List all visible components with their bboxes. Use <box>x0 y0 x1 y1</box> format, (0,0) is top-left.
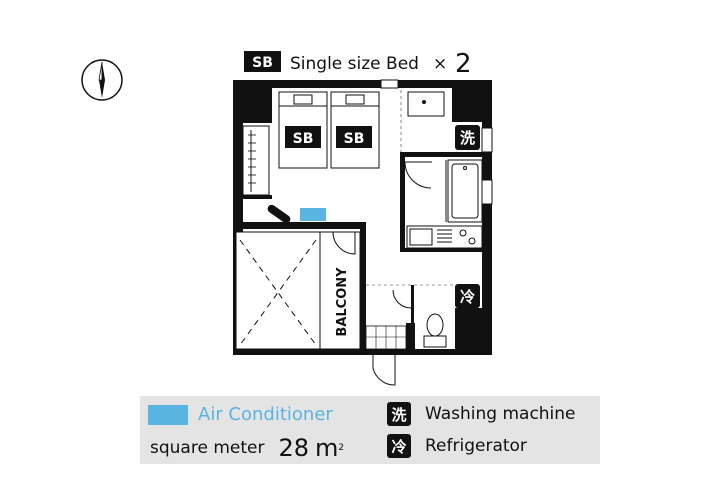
walls <box>233 80 492 355</box>
air-conditioner <box>300 208 326 221</box>
toilet <box>423 313 447 348</box>
washer-legend-icon: 洗 <box>387 402 411 426</box>
washer-icon: 洗 <box>460 129 475 147</box>
legend-washing-machine: 洗 Washing machine <box>387 402 576 426</box>
bed-label: SB <box>293 131 314 147</box>
multiply-sign: × <box>433 54 447 74</box>
balcony-label: BALCONY <box>335 267 350 337</box>
bed-label: SB <box>344 131 365 147</box>
air-conditioner-swatch <box>148 404 188 425</box>
bed-count: 2 <box>455 49 472 79</box>
area-unit-sup: 2 <box>338 443 345 453</box>
legend-air-conditioner: Air Conditioner <box>148 404 333 425</box>
bed-title: Single size Bed <box>290 54 419 74</box>
fridge-legend-icon: 冷 <box>387 434 411 458</box>
fridge-icon: 冷 <box>460 288 475 306</box>
area-unit: m <box>315 434 339 462</box>
fridge-label: Refrigerator <box>425 436 527 456</box>
washer-label: Washing machine <box>425 404 576 424</box>
legend-refrigerator: 冷 Refrigerator <box>387 434 527 458</box>
refrigerator-marker <box>455 284 480 308</box>
washbasin <box>407 91 445 117</box>
bed-1: SB <box>278 91 328 169</box>
bed-2: SB <box>330 91 380 169</box>
ac-label: Air Conditioner <box>198 404 333 425</box>
washing-machine-marker <box>455 125 480 150</box>
shoe-box <box>406 323 415 349</box>
sb-badge: SB <box>252 55 273 71</box>
balcony: BALCONY <box>235 231 361 350</box>
window <box>380 79 399 89</box>
bed-legend-header: SB Single size Bed × 2 <box>244 49 472 79</box>
window <box>481 179 493 205</box>
bathroom-door <box>404 161 432 189</box>
remote-icon <box>267 204 291 224</box>
compass-icon <box>81 59 123 101</box>
bathtub <box>447 159 483 223</box>
kitchen-counter <box>406 225 483 249</box>
area-label: square meter <box>150 438 265 458</box>
window <box>481 127 493 153</box>
closet <box>242 125 270 196</box>
area-value: 28 <box>278 434 309 462</box>
